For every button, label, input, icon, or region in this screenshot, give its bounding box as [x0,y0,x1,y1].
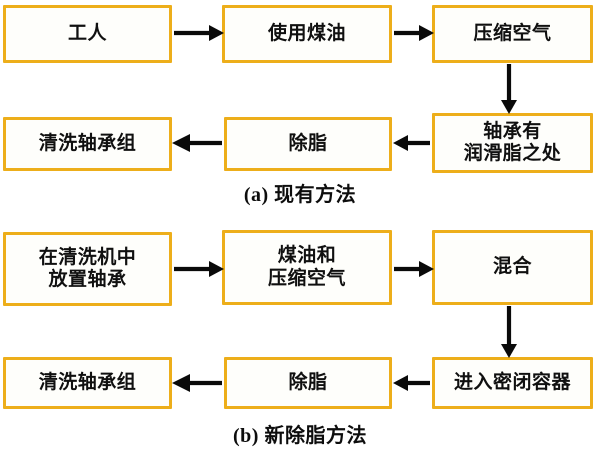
arrow-degrease-a-to-clean-set-a [172,134,222,152]
flow-node-enter-sealed-vessel[interactable]: 进入密闭容器 [432,357,593,409]
flow-node-worker[interactable]: 工人 [3,5,172,63]
arrow-kerosene-air-to-mixing [394,261,434,277]
flow-node-label: 除脂 [288,371,328,393]
flow-node-label: 清洗轴承组 [38,132,137,154]
arrow-air-to-greased-area [501,64,517,114]
flow-node-label: 混合 [492,256,532,278]
flow-node-label: 在清洗机中 放置轴承 [38,246,137,290]
flow-node-kerosene-and-air[interactable]: 煤油和 压缩空气 [222,230,392,305]
flow-node-greased-bearing-area[interactable]: 轴承有 润滑脂之处 [432,113,593,173]
arrow-degrease-b-to-clean-set-b [172,374,222,392]
flow-node-label: 压缩空气 [473,22,552,44]
flow-node-label: 煤油和 压缩空气 [267,245,346,289]
flow-node-use-kerosene[interactable]: 使用煤油 [222,5,392,63]
arrow-sealed-vessel-to-degrease-b [393,375,430,391]
flow-node-label: 进入密闭容器 [453,371,571,393]
flow-node-clean-bearing-set-a[interactable]: 清洗轴承组 [3,117,172,171]
flow-node-compressed-air[interactable]: 压缩空气 [432,5,593,63]
arrow-worker-to-kerosene [174,25,224,41]
flow-node-degrease-a[interactable]: 除脂 [224,117,392,171]
arrow-mixing-to-sealed-vessel [501,306,517,358]
flow-node-place-bearing-in-washer[interactable]: 在清洗机中 放置轴承 [3,232,172,306]
panel-a-caption: (a) 现有方法 [243,184,357,206]
flow-node-mixing[interactable]: 混合 [432,230,593,305]
flow-node-clean-bearing-set-b[interactable]: 清洗轴承组 [3,357,172,409]
flow-node-label: 工人 [67,22,107,44]
arrow-kerosene-to-air [394,25,434,41]
flow-node-label: 清洗轴承组 [38,371,137,393]
flow-node-degrease-b[interactable]: 除脂 [224,357,392,409]
arrow-greased-area-to-degrease-a [393,135,430,151]
flow-node-label: 轴承有 润滑脂之处 [463,120,562,164]
arrow-place-bearing-to-kerosene-air [174,261,224,277]
panel-b-caption: (b) 新除脂方法 [233,425,367,447]
flow-node-label: 使用煤油 [267,22,346,44]
flow-node-label: 除脂 [288,132,328,154]
